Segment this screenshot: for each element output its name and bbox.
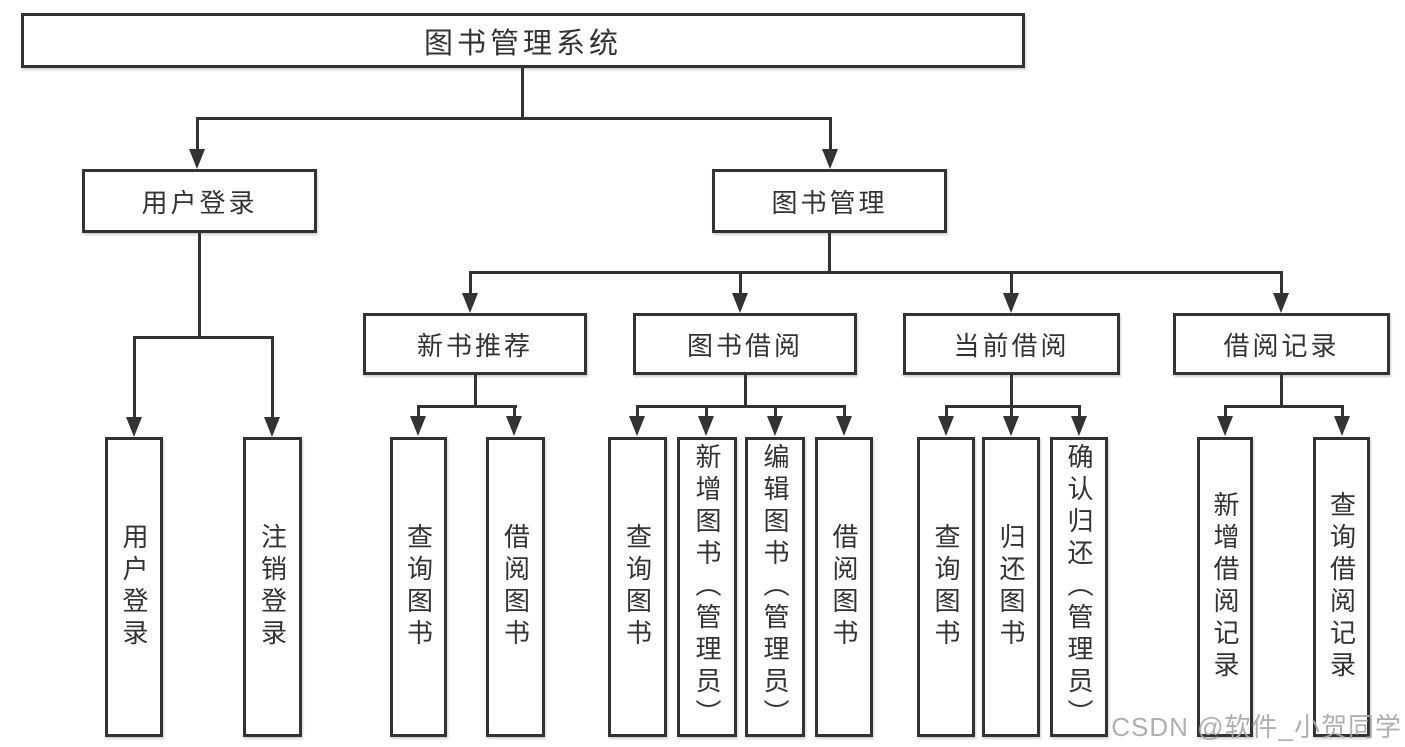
leaf-add-book-admin-label: 新增图书（管理员） xyxy=(692,443,722,731)
leaf-query-books-recommend-label: 查询图书 xyxy=(403,523,434,651)
connector-line xyxy=(739,271,742,295)
connector-line xyxy=(636,405,846,408)
connector-line xyxy=(133,336,136,419)
connector-line xyxy=(829,117,832,151)
connector-line xyxy=(1010,375,1013,408)
arrowhead-down xyxy=(732,293,748,313)
node-user-login-label: 用户登录 xyxy=(141,187,258,218)
connector-line xyxy=(469,271,1283,274)
connector-line xyxy=(417,405,420,417)
arrowhead-down xyxy=(1071,416,1087,436)
arrowhead-down xyxy=(1217,416,1233,436)
watermark: CSDN @软件_小贺同学 xyxy=(1111,712,1402,742)
leaf-borrow-books-label: 借阅图书 xyxy=(829,523,859,651)
connector-line xyxy=(1010,271,1013,295)
leaf-confirm-return-admin: 确认归还（管理员） xyxy=(1050,437,1108,737)
connector-line xyxy=(196,117,832,120)
arrowhead-down xyxy=(1003,293,1019,313)
leaf-logout: 注销登录 xyxy=(243,437,302,737)
connector-line xyxy=(1280,375,1283,408)
connector-line xyxy=(945,405,1081,408)
connector-line xyxy=(196,117,199,151)
connector-line xyxy=(271,336,274,419)
connector-line xyxy=(521,68,524,120)
leaf-user-login-label: 用户登录 xyxy=(119,523,149,651)
leaf-query-books-recommend: 查询图书 xyxy=(390,437,447,737)
node-current-borrow-label: 当前借阅 xyxy=(953,330,1070,361)
arrowhead-down xyxy=(836,416,852,436)
connector-line xyxy=(1224,405,1344,408)
arrowhead-down xyxy=(506,416,522,436)
arrowhead-down xyxy=(1273,293,1289,313)
arrowhead-down xyxy=(264,417,280,437)
node-book-management-label: 图书管理 xyxy=(771,187,888,218)
leaf-edit-book-admin-label: 编辑图书（管理员） xyxy=(760,443,790,731)
node-book-borrow-label: 图书借阅 xyxy=(686,330,803,361)
leaf-query-books-borrow-label: 查询图书 xyxy=(622,523,653,651)
connector-line xyxy=(1078,405,1081,417)
leaf-borrow-books-recommend-label: 借阅图书 xyxy=(500,523,531,651)
node-root-label: 图书管理系统 xyxy=(423,27,622,60)
connector-line xyxy=(1224,405,1227,417)
connector-line xyxy=(198,233,201,339)
arrowhead-down xyxy=(767,416,783,436)
leaf-logout-label: 注销登录 xyxy=(257,523,288,651)
connector-line xyxy=(1341,405,1344,417)
arrowhead-down xyxy=(126,417,142,437)
leaf-edit-book-admin: 编辑图书（管理员） xyxy=(745,437,805,737)
arrowhead-down xyxy=(822,149,838,169)
leaf-query-borrow-record: 查询借阅记录 xyxy=(1313,437,1370,737)
arrowhead-down xyxy=(1003,416,1019,436)
leaf-return-book-label: 归还图书 xyxy=(996,523,1026,651)
arrowhead-down xyxy=(462,293,478,313)
connector-line xyxy=(1010,405,1013,417)
leaf-query-books-current-label: 查询图书 xyxy=(931,523,961,651)
connector-line xyxy=(744,375,747,408)
arrowhead-down xyxy=(698,416,714,436)
arrowhead-down xyxy=(938,416,954,436)
node-root: 图书管理系统 xyxy=(21,13,1025,68)
leaf-add-borrow-record-label: 新增借阅记录 xyxy=(1210,491,1240,683)
connector-line xyxy=(469,271,472,295)
connector-line xyxy=(774,405,777,417)
connector-line xyxy=(1280,271,1283,295)
connector-line xyxy=(945,405,948,417)
arrowhead-down xyxy=(629,416,645,436)
node-user-login: 用户登录 xyxy=(82,169,317,233)
arrowhead-down xyxy=(189,149,205,169)
connector-line xyxy=(417,405,517,408)
connector-line xyxy=(474,375,477,408)
leaf-add-book-admin: 新增图书（管理员） xyxy=(677,437,737,737)
leaf-return-book: 归还图书 xyxy=(982,437,1040,737)
leaf-borrow-books: 借阅图书 xyxy=(815,437,873,737)
node-borrow-record: 借阅记录 xyxy=(1173,313,1390,375)
leaf-confirm-return-admin-label: 确认归还（管理员） xyxy=(1064,443,1094,731)
node-new-book-recommend-label: 新书推荐 xyxy=(416,330,533,361)
leaf-query-books-current: 查询图书 xyxy=(917,437,975,737)
node-current-borrow: 当前借阅 xyxy=(903,313,1120,375)
connector-line xyxy=(133,336,274,339)
arrowhead-down xyxy=(1334,416,1350,436)
node-borrow-record-label: 借阅记录 xyxy=(1223,330,1340,361)
leaf-query-borrow-record-label: 查询借阅记录 xyxy=(1326,491,1357,683)
connector-line xyxy=(843,405,846,417)
node-book-management: 图书管理 xyxy=(712,169,947,233)
connector-line xyxy=(636,405,639,417)
node-book-borrow: 图书借阅 xyxy=(633,313,857,375)
leaf-add-borrow-record: 新增借阅记录 xyxy=(1197,437,1253,737)
leaf-user-login: 用户登录 xyxy=(105,437,163,737)
connector-line xyxy=(513,405,516,417)
leaf-borrow-books-recommend: 借阅图书 xyxy=(486,437,545,737)
connector-line xyxy=(705,405,708,417)
arrowhead-down xyxy=(410,416,426,436)
leaf-query-books-borrow: 查询图书 xyxy=(608,437,667,737)
connector-line xyxy=(828,233,831,274)
node-new-book-recommend: 新书推荐 xyxy=(363,313,587,375)
